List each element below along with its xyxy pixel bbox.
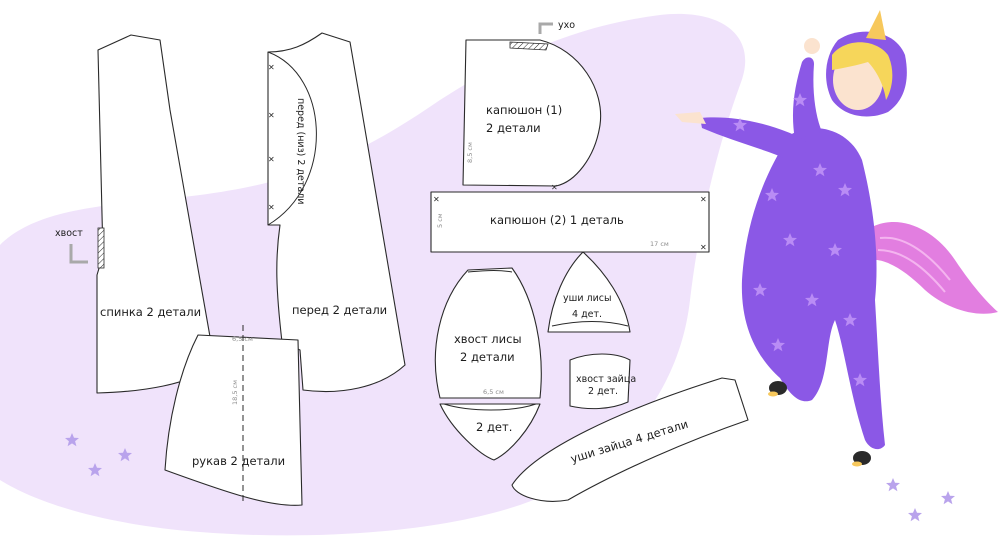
marker-hvost-label: хвост <box>55 228 83 239</box>
piece-pered: ✕ ✕ ✕ ✕ перед (низ) 2 детали перед 2 дет… <box>267 32 406 393</box>
svg-text:✕: ✕ <box>268 155 275 164</box>
svg-text:✕: ✕ <box>268 203 275 212</box>
svg-text:✕: ✕ <box>700 243 707 252</box>
label-kapushon1-line2: 2 детали <box>486 121 541 135</box>
tail-notch-hatch <box>97 227 105 269</box>
piece-kapushon-2: ✕ ✕ ✕ 5 см 17 см капюшон (2) 1 деталь <box>430 191 710 253</box>
marker-uho: ухо <box>538 20 575 34</box>
piece-ushi-lisy: уши лисы 4 дет. <box>547 251 631 333</box>
piece-rukav: 6,5 см 18,5 см рукав 2 детали <box>164 325 303 506</box>
label-kapushon2: капюшон (2) 1 деталь <box>490 213 624 227</box>
dim-rukav-top: 6,5 см <box>232 335 253 343</box>
label-hvost-zaica-line2: 2 дет. <box>588 386 618 397</box>
piece-spinka: спинка 2 детали <box>96 34 216 394</box>
label-ushi-lisy-line2: 4 дет. <box>572 309 602 320</box>
label-rukav: рукав 2 детали <box>192 454 285 468</box>
label-pered: перед 2 детали <box>292 303 387 317</box>
svg-text:✕: ✕ <box>433 195 440 204</box>
svg-text:✕: ✕ <box>700 195 707 204</box>
svg-text:✕: ✕ <box>551 183 558 192</box>
label-spinka: спинка 2 детали <box>100 305 201 319</box>
dim-rukav-side: 18,5 см <box>231 380 239 405</box>
corner-arrow-icon <box>538 22 553 34</box>
label-hvost-lisy-line2: 2 детали <box>460 350 515 364</box>
dim-kapushon1: 8,5 см <box>466 142 474 163</box>
unicorn-costume-person-icon <box>675 10 998 467</box>
label-ushi-lisy-line1: уши лисы <box>563 293 611 304</box>
dim-hvost: 6,5 см <box>483 388 504 396</box>
svg-text:✕: ✕ <box>268 63 275 72</box>
label-hvost-lisy-line1: хвост лисы <box>454 332 522 346</box>
svg-text:✕: ✕ <box>268 111 275 120</box>
label-pered-inner: перед (низ) 2 детали <box>295 98 306 204</box>
label-hvost-zaica-line1: хвост зайца <box>576 374 636 385</box>
dim-kapushon2-len: 17 см <box>650 240 669 248</box>
piece-kapushon-1: ✕ 8,5 см капюшон (1) 2 детали <box>462 39 602 192</box>
dim-kapushon2-h: 5 см <box>436 213 444 228</box>
marker-uho-label: ухо <box>558 20 575 31</box>
label-kapushon1-line1: капюшон (1) <box>486 103 562 117</box>
piece-hvost-zaica: хвост зайца 2 дет. <box>569 353 636 410</box>
piece-hvost-lisy: 6,5 см хвост лисы 2 детали <box>434 267 542 399</box>
marker-hvost: хвост <box>55 228 88 264</box>
corner-arrow-icon <box>69 244 88 264</box>
label-hvost-bottom: 2 дет. <box>476 420 512 434</box>
piece-hvost-bottom: 2 дет. <box>439 403 541 461</box>
